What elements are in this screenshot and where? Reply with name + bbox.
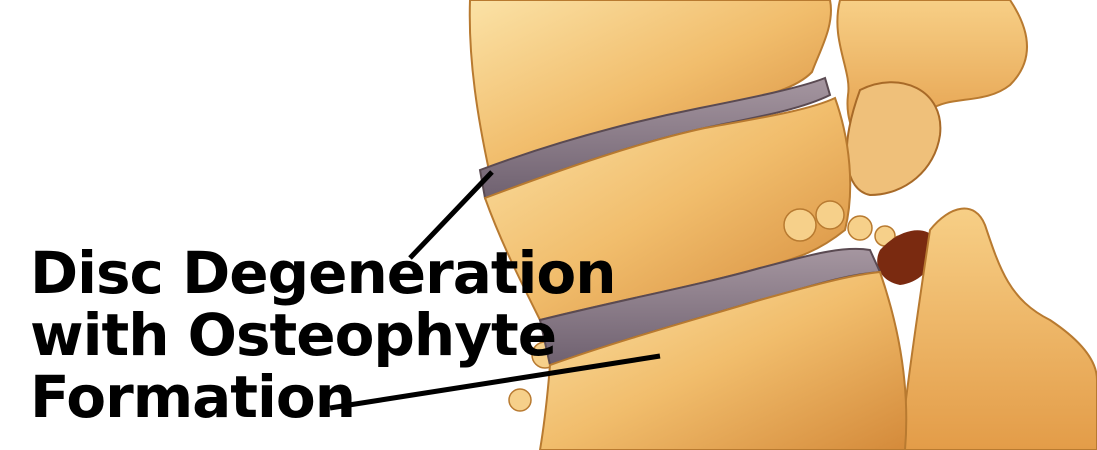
caption-line-2: with Osteophyte	[30, 304, 616, 366]
caption: Disc Degeneration with Osteophyte Format…	[30, 242, 616, 428]
caption-line-1: Disc Degeneration	[30, 242, 616, 304]
facet-joint	[847, 82, 941, 195]
caption-line-3: Formation	[30, 366, 616, 428]
spinous-process	[900, 209, 1097, 450]
